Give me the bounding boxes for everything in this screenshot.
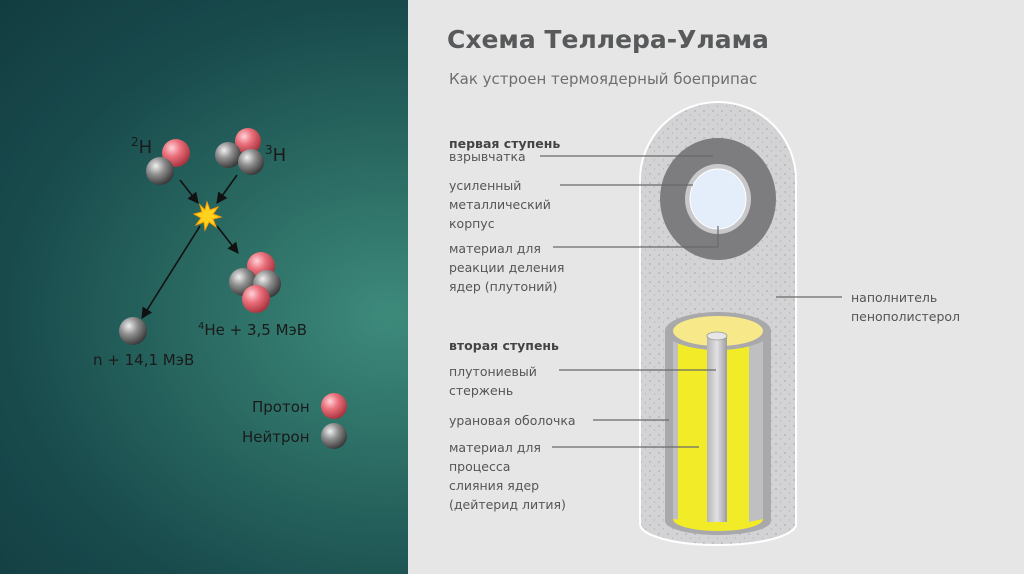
neutron-product-label: n + 14,1 МэВ [93, 351, 195, 369]
mass-number: 3 [265, 143, 273, 157]
reaction-diagram [119, 128, 347, 449]
element-symbol: H [272, 145, 287, 166]
arrow-in-right [216, 174, 238, 204]
legend-proton-icon [321, 393, 347, 419]
reaction-panel [0, 0, 408, 574]
page-subtitle: Как устроен термоядерный боеприпас [449, 70, 758, 88]
free-neutron [119, 317, 147, 345]
stage2-heading: вторая ступень [449, 338, 559, 353]
helium-nucleus [229, 252, 281, 313]
uranium-shell-label: урановая оболочка [449, 413, 576, 428]
fusion-material-label: материал для процесса слияния ядер (дейт… [449, 440, 566, 512]
deuterium-label: 2H [131, 131, 152, 159]
explosive-label: взрывчатка [449, 149, 526, 164]
arrow-out-neutron [141, 225, 201, 319]
legend-proton-label: Протон [252, 398, 310, 416]
tritium-label: 3H [265, 139, 286, 167]
page-title: Схема Теллера-Улама [447, 25, 769, 54]
fusion-flash-icon [192, 200, 223, 232]
proton-particle [162, 139, 190, 167]
helium-product-label: 4He + 3,5 МэВ [198, 317, 307, 340]
arrow-out-helium [216, 225, 239, 254]
helium-product-text: He + 3,5 МэВ [204, 321, 308, 339]
neutron-particle [215, 142, 241, 168]
mass-number: 2 [131, 135, 139, 149]
fission-material-label: материал для реакции деления ядер (плуто… [449, 241, 565, 294]
arrow-in-left [179, 179, 199, 204]
proton-particle [242, 285, 270, 313]
legend-neutron-label: Нейтрон [242, 428, 310, 446]
deuterium-nucleus [146, 139, 190, 185]
filler-label: наполнитель пенополистерол [851, 290, 961, 324]
casing-label: усиленный металлический корпус [449, 178, 551, 231]
legend-neutron-icon [321, 423, 347, 449]
rod-label: плутониевый стержень [449, 364, 537, 398]
neutron-particle [146, 157, 174, 185]
neutron-particle [238, 149, 264, 175]
stage1-heading: первая ступень [449, 135, 561, 151]
mass-number: 4 [198, 321, 205, 332]
element-symbol: H [138, 137, 153, 158]
proton-particle [235, 128, 261, 154]
tritium-nucleus [215, 128, 264, 175]
